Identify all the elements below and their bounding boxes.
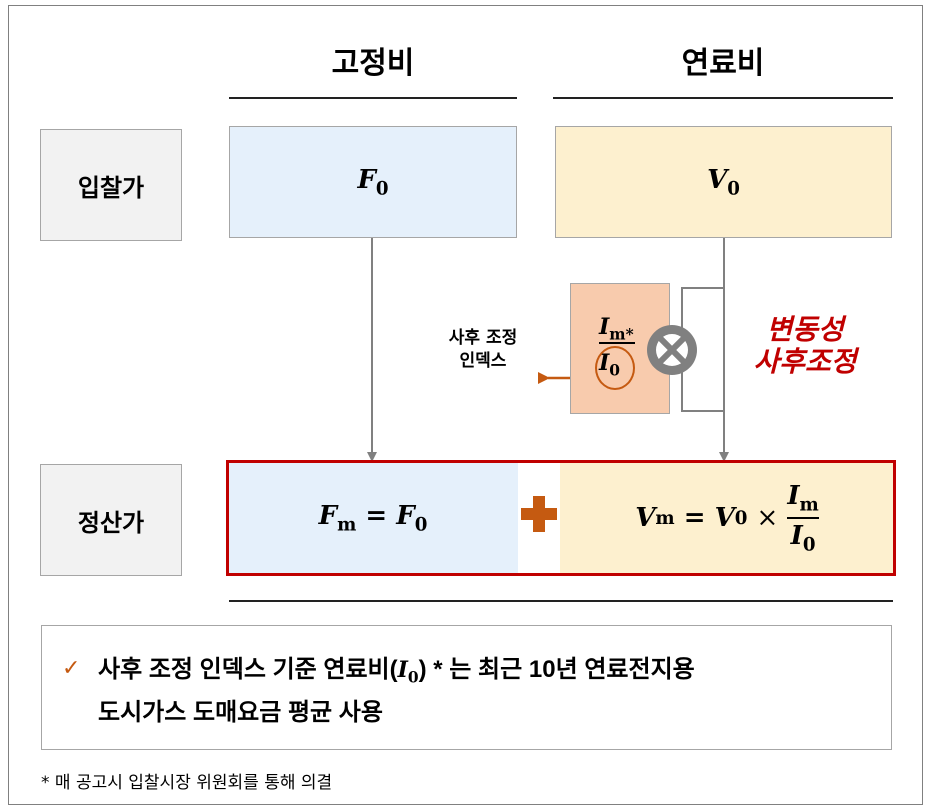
index-numerator: Im* xyxy=(599,314,634,344)
settlement-highlight-border xyxy=(226,460,896,576)
row-label-settle: 정산가 xyxy=(40,464,182,576)
footnote: * 매 공고시 입찰시장 위원회를 통해 의결 xyxy=(41,773,333,793)
bid-fuel-formula: V0 xyxy=(707,164,740,200)
bottom-divider xyxy=(229,600,893,602)
volatility-label: 변동성 사후조정 xyxy=(735,314,875,378)
note-box: ✓ 사후 조정 인덱스 기준 연료비(I0) * 는 최근 10년 연료전지용 … xyxy=(41,625,892,750)
bid-fixed-formula: F0 xyxy=(357,164,389,200)
column-header-fuel: 연료비 xyxy=(681,46,765,81)
check-icon: ✓ xyxy=(62,656,81,681)
plus-icon xyxy=(521,496,557,532)
index-fraction-bar xyxy=(599,342,635,344)
column-header-fixed: 고정비 xyxy=(331,46,415,81)
index-label-line1: 사후 조정 xyxy=(448,328,518,348)
index-label: 사후 조정 인덱스 xyxy=(428,327,538,373)
note-line1: 사후 조정 인덱스 기준 연료비(I0) * 는 최근 10년 연료전지용 xyxy=(98,656,695,687)
header-divider-fixed xyxy=(229,97,517,99)
settle-fixed-box: Fm = F0 xyxy=(228,462,518,574)
index-denominator-circle xyxy=(595,346,635,390)
outer-frame xyxy=(8,5,923,805)
settle-fixed-formula: Fm = F0 xyxy=(318,500,428,536)
volatility-label-line1: 변동성 xyxy=(766,313,844,346)
bid-fixed-box: F0 xyxy=(229,126,517,238)
bid-fuel-box: V0 xyxy=(555,126,892,238)
volatility-label-line2: 사후조정 xyxy=(753,345,857,378)
row-label-bid: 입찰가 xyxy=(40,129,182,241)
note-line2: 도시가스 도매요금 평균 사용 xyxy=(98,699,383,727)
header-divider-fuel xyxy=(553,97,893,99)
multiply-circle-icon xyxy=(645,323,699,377)
note-text: 사후 조정 인덱스 기준 연료비(I0) * 는 최근 10년 연료전지용 도시… xyxy=(98,652,695,731)
index-label-line2: 인덱스 xyxy=(459,351,507,371)
